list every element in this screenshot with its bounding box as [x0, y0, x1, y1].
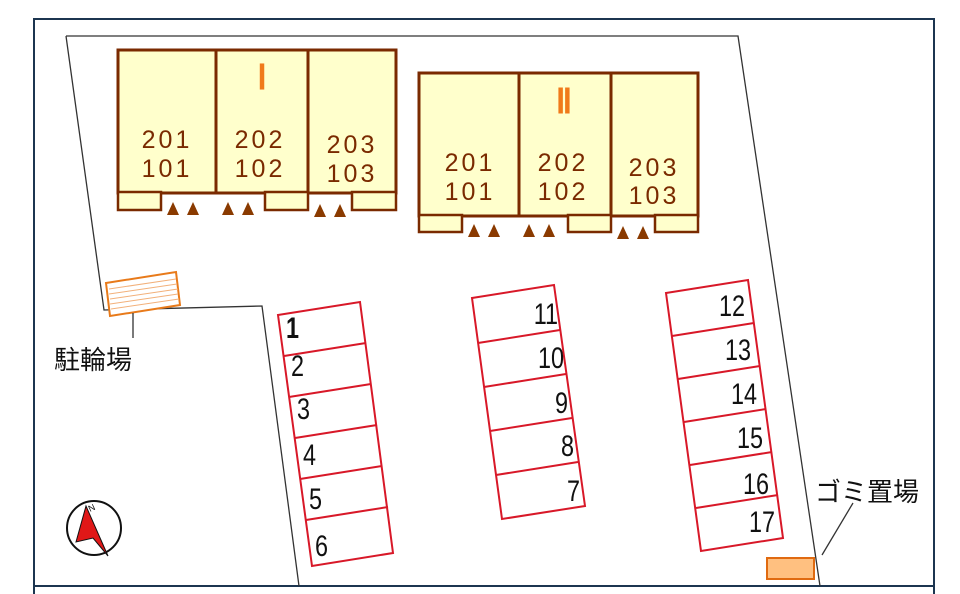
unit-label: 201	[444, 149, 496, 177]
parking-slot-number: 13	[724, 334, 751, 367]
unit-label: 103	[628, 182, 680, 210]
triangle-up-icon	[167, 202, 179, 215]
bike-shelter-line	[109, 293, 179, 305]
unit-label: 202	[537, 149, 589, 177]
parking-middle-divider	[489, 417, 573, 432]
parking-right-divider	[677, 365, 761, 380]
building-2-entrances	[468, 224, 649, 239]
unit-label: 102	[537, 178, 589, 206]
parking-right-divider	[671, 322, 755, 337]
triangle-up-icon	[242, 202, 254, 215]
parking-left	[276, 300, 395, 568]
triangle-up-icon	[468, 224, 480, 237]
property-boundary	[65, 35, 821, 587]
building-1-entrances	[167, 202, 346, 217]
parking-slot-number: 2	[291, 350, 305, 383]
triangle-up-icon	[617, 226, 629, 239]
parking-slot-number: 14	[730, 378, 757, 411]
parking-middle	[470, 283, 587, 521]
building-2	[417, 71, 700, 234]
parking-right-outline	[664, 278, 785, 553]
parking-slot-number: 16	[742, 468, 769, 501]
unit-label: 101	[444, 178, 496, 206]
parking-left-outline	[276, 300, 395, 568]
parking-slot-number: 5	[309, 483, 323, 516]
building-2-porch-1	[417, 213, 464, 234]
parking-slot-number: 6	[315, 530, 329, 563]
building-2-label: Ⅱ	[555, 84, 573, 121]
bike-shelter-line	[108, 278, 177, 290]
parking-right-divider	[689, 451, 773, 466]
parking-middle-divider	[495, 461, 579, 476]
triangle-up-icon	[187, 202, 199, 215]
parking-slot-number: 1	[286, 312, 300, 345]
parking-right-divider	[683, 408, 767, 423]
triangle-up-icon	[222, 202, 234, 215]
building-1-porch-2	[263, 190, 310, 212]
parking-slot-number: 15	[736, 422, 763, 455]
parking-slot-number: 17	[748, 506, 775, 539]
garbage-area-label: ゴミ置場	[815, 477, 920, 507]
bike-shelter-line	[109, 288, 179, 300]
building-1-porch-3	[350, 190, 398, 212]
parking-middle-divider	[477, 329, 561, 344]
building-1	[116, 48, 398, 212]
parking-right-divider	[695, 494, 779, 509]
triangle-up-icon	[488, 224, 500, 237]
parking-slot-number: 4	[303, 439, 317, 472]
bike-parking-label: 駐輪場	[54, 345, 133, 375]
garbage-area	[766, 557, 815, 580]
unit-label: 203	[326, 131, 378, 159]
parking-left-divider	[299, 465, 383, 480]
map-frame	[33, 18, 935, 594]
triangle-up-icon	[334, 204, 346, 217]
building-2-porch-3	[653, 213, 700, 234]
unit-label: 201	[141, 126, 193, 154]
svg-text:N: N	[87, 502, 97, 514]
compass-icon: N	[66, 500, 122, 557]
parking-slot-number: 12	[718, 290, 745, 323]
parking-slot-number: 9	[554, 387, 568, 420]
parking-left-divider	[305, 506, 389, 521]
parking-slot-number: 11	[533, 298, 558, 331]
unit-label: 101	[141, 155, 193, 183]
parking-slot-number: 8	[560, 430, 574, 463]
triangle-up-icon	[314, 204, 326, 217]
building-2-porch-2	[566, 213, 613, 234]
unit-label: 202	[234, 126, 286, 154]
parking-right	[664, 278, 785, 553]
parking-slot-number: 3	[297, 393, 311, 426]
parking-left-divider	[288, 383, 372, 398]
building-1-label: Ⅰ	[256, 60, 268, 97]
parking-middle-divider	[483, 373, 567, 388]
parking-slot-number: 10	[537, 342, 564, 375]
building-1-porch-1	[116, 190, 163, 212]
building-2-body	[417, 71, 700, 218]
triangle-up-icon	[637, 226, 649, 239]
parking-slot-number: 7	[566, 475, 580, 508]
unit-label: 102	[234, 155, 286, 183]
parking-left-divider	[294, 424, 378, 439]
bike-shelter	[104, 270, 182, 318]
bike-shelter-line	[110, 298, 180, 310]
parking-left-divider	[283, 342, 367, 357]
unit-label: 203	[628, 154, 680, 182]
garbage-leader	[821, 502, 854, 556]
bike-shelter-line	[108, 283, 178, 295]
building-1-body	[116, 48, 398, 195]
triangle-up-icon	[523, 224, 535, 237]
unit-label: 103	[326, 160, 378, 188]
parking-middle-outline	[470, 283, 587, 521]
triangle-up-icon	[543, 224, 555, 237]
